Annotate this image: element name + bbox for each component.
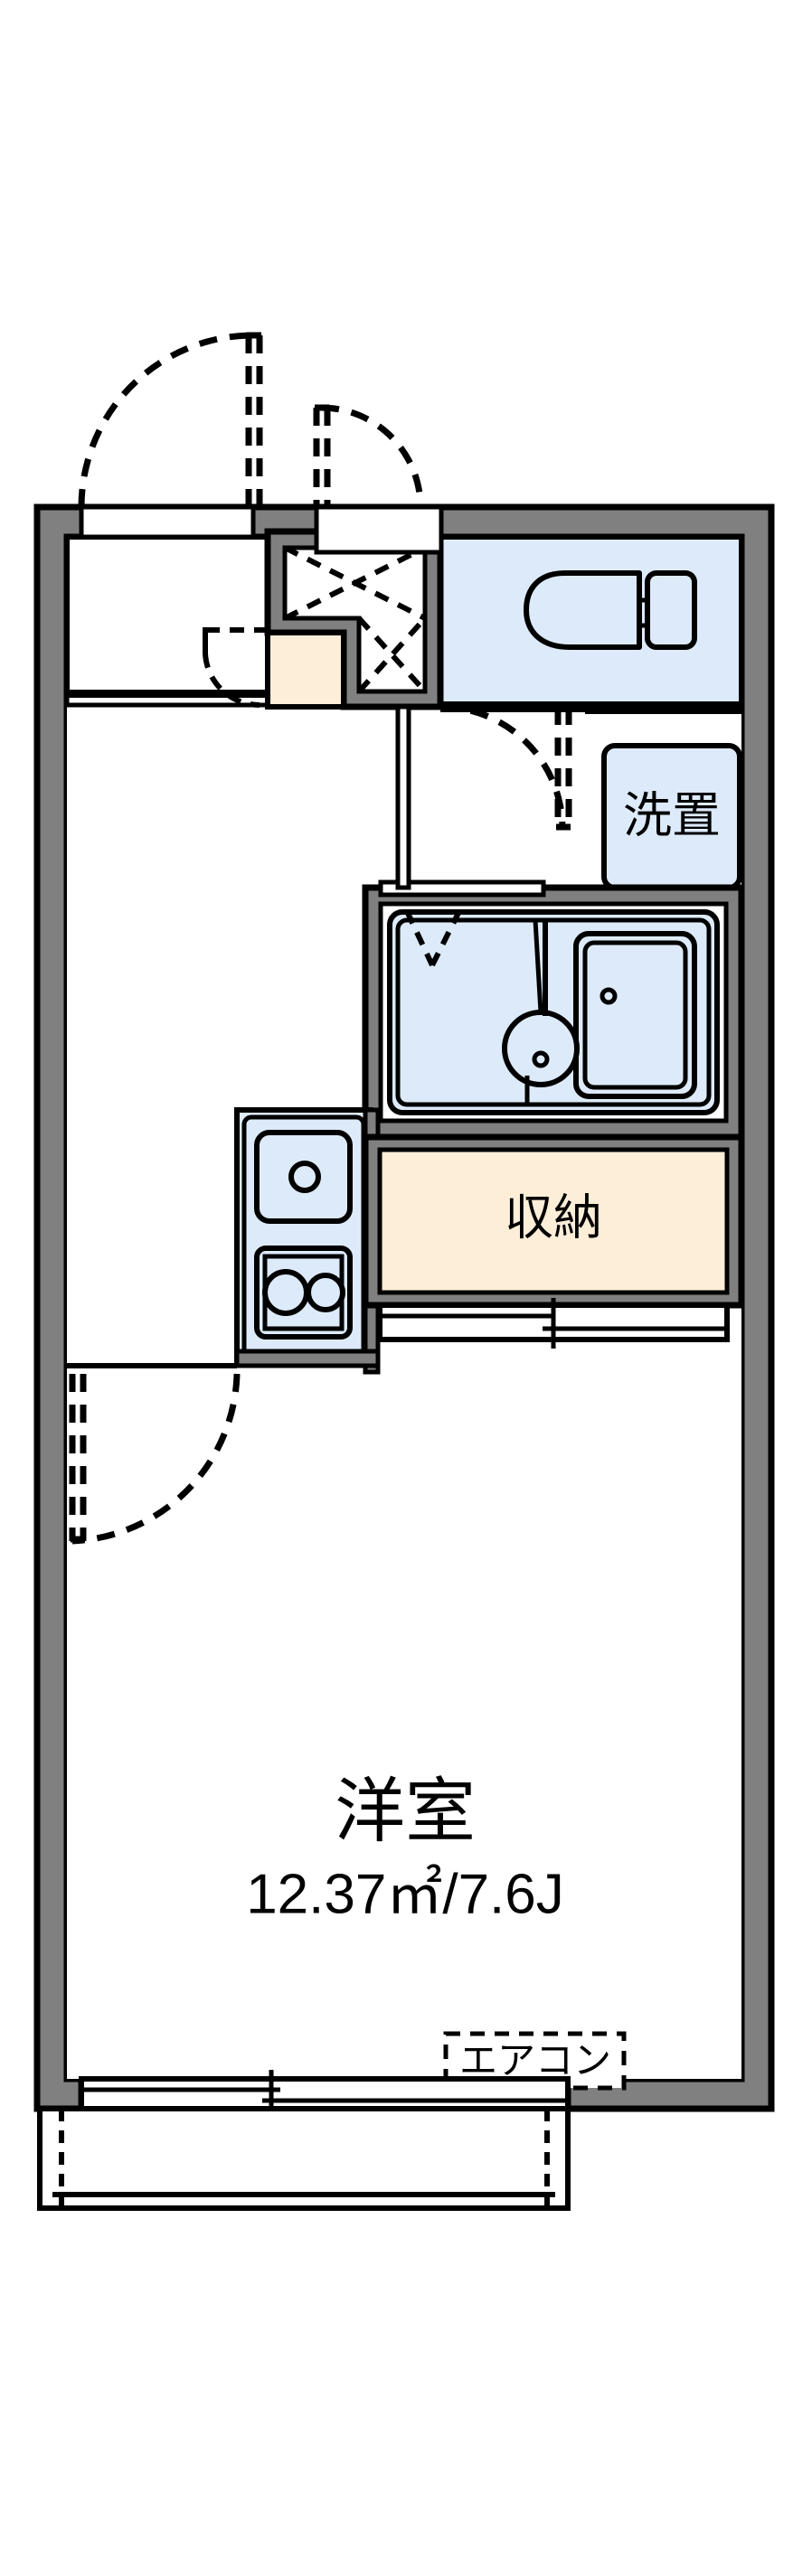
secondary-door-opening: [314, 504, 444, 555]
shoe-closet: [264, 528, 444, 710]
toilet-tank-icon: [645, 570, 697, 650]
washer-label: 洗置: [623, 788, 721, 842]
storage-closet: 収納: [362, 1133, 745, 1309]
washbasin-drain-icon: [532, 1050, 550, 1068]
entry-hall: [64, 534, 270, 708]
toilet-fixture: [524, 570, 697, 650]
main-room: 洋室 12.37㎡/7.6J: [67, 1363, 564, 1925]
corridor-divider: [67, 692, 268, 698]
entry-door-opening: [79, 504, 256, 540]
secondary-door-arc: [320, 404, 424, 508]
washer-space: 洗置: [601, 743, 742, 890]
aircon-label: エアコン: [459, 2039, 611, 2082]
entrance-swing-door[interactable]: [78, 332, 263, 508]
balcony-window-frame: [79, 2076, 571, 2111]
bath-door-opening[interactable]: [378, 879, 546, 898]
toilet-swing-door[interactable]: [439, 703, 572, 831]
bath-counter-edge-2: [533, 919, 543, 1013]
bathtub-inner: [582, 940, 688, 1090]
stove-burner-left-icon: [262, 1269, 309, 1316]
round-washbasin-fixture: [502, 1010, 580, 1087]
balcony-sliding-window[interactable]: [79, 2070, 571, 2120]
secondary-swing-door[interactable]: [313, 404, 424, 508]
entrance-step-fixture: [265, 630, 346, 710]
hall-bath-partition: [395, 704, 411, 890]
main-room-area-label: 12.37㎡/7.6J: [246, 1863, 564, 1925]
toilet-bowl-icon: [524, 570, 642, 650]
kitchen-base-wall: [234, 1349, 381, 1368]
storage-sliding-doors[interactable]: [377, 1298, 730, 1349]
toilet-door-threshold: [440, 701, 585, 712]
washer-area-wall: [585, 701, 741, 714]
bathtub-drain-icon: [600, 987, 618, 1005]
toilet-room: [438, 534, 744, 710]
sink-drain-icon: [288, 1161, 321, 1193]
room-swing-door[interactable]: [69, 1373, 241, 1545]
entry-hall-floor: [64, 534, 270, 695]
closet-door-arc: [203, 653, 260, 709]
balcony-outer-edge: [37, 2106, 571, 2211]
room-door-arc: [71, 1373, 241, 1545]
stove-burner-right-icon: [306, 1273, 345, 1312]
kitchen-unit: [234, 1107, 373, 1368]
closet-small-swing-door[interactable]: [203, 627, 268, 709]
shoe-cabinet-icon: [283, 545, 428, 694]
storage-floor: [377, 1147, 730, 1295]
balcony-outline: [37, 2106, 571, 2211]
unit-bath: [362, 884, 745, 1141]
entrance-door-arc: [78, 332, 254, 508]
bath-door-swing-icon[interactable]: [404, 909, 462, 967]
main-room-label: 洋室: [335, 1772, 476, 1851]
storage-label: 収納: [505, 1190, 602, 1245]
